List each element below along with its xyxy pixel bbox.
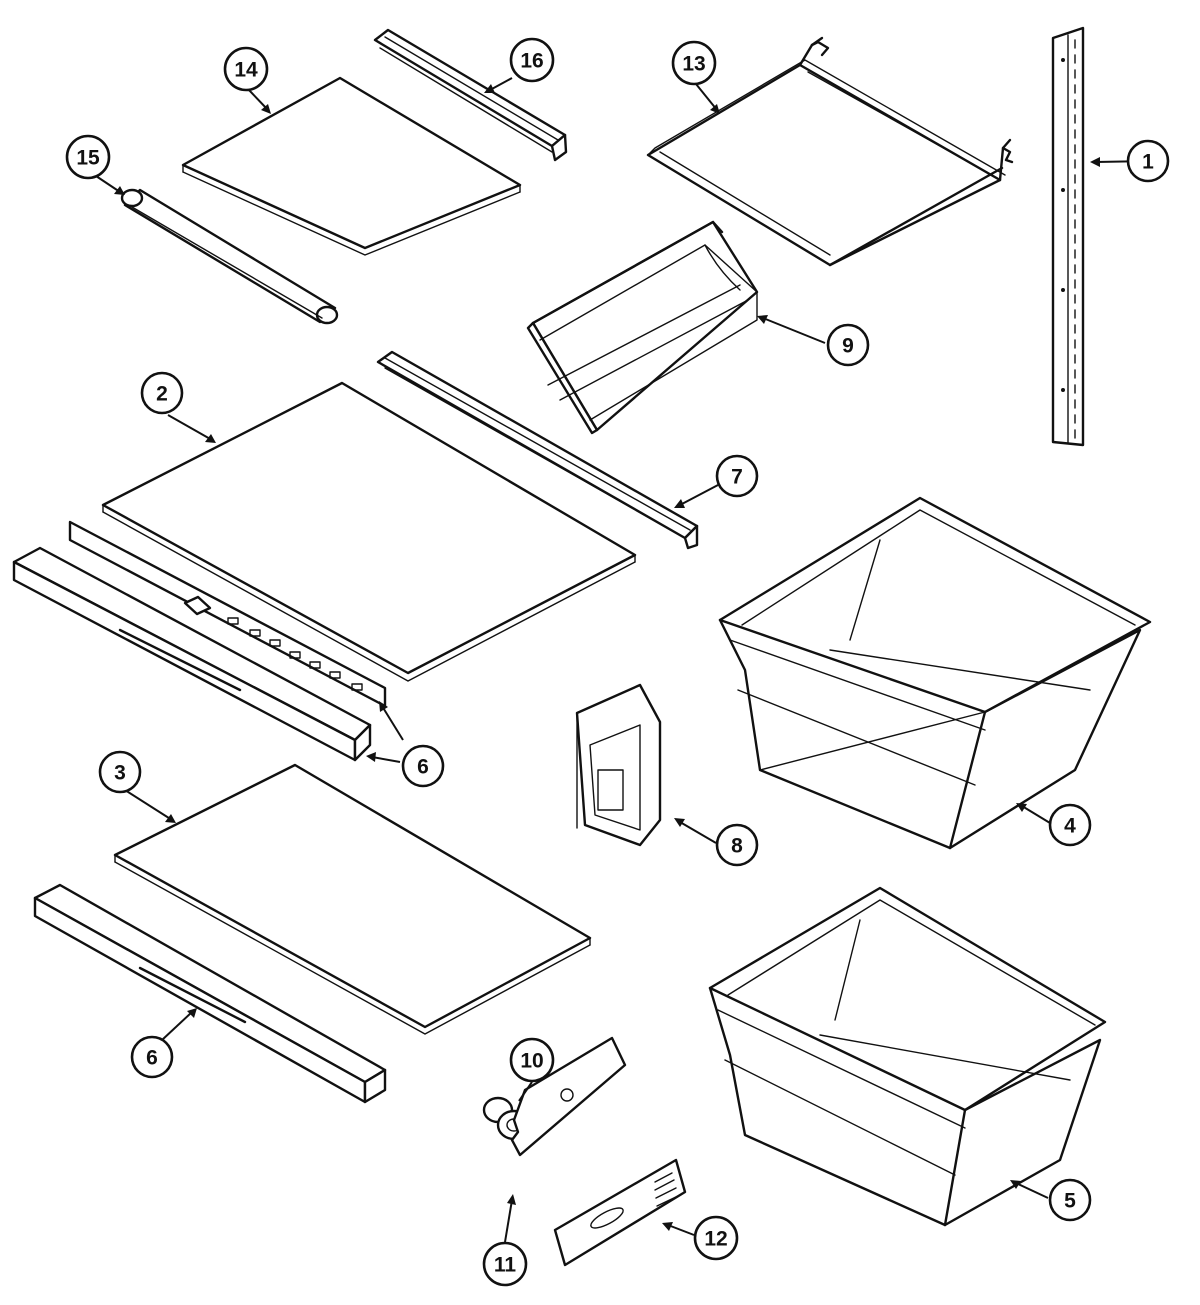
callout-label: 16 — [520, 50, 543, 73]
part-3-shelf-glass — [113, 763, 592, 1035]
callout-13: 13 — [671, 40, 717, 86]
callout-15: 15 — [65, 134, 111, 180]
part-9-deli-tray — [526, 220, 759, 435]
callout-label: 14 — [234, 59, 258, 82]
leader-lines — [95, 77, 1149, 1243]
part-14-shelf-glass — [181, 76, 522, 256]
callout-10: 10 — [509, 1037, 555, 1083]
callout-9: 9 — [826, 323, 870, 367]
part-4-crisper-pan — [718, 496, 1152, 850]
part-6-shelf-front-trim-lower — [33, 883, 387, 1104]
callout-16: 16 — [509, 37, 555, 83]
part-5-crisper-pan — [708, 886, 1107, 1227]
part-1-shelf-ladder — [1051, 26, 1085, 447]
part-15-shelf-trim-tube — [120, 188, 339, 325]
callout-5: 5 — [1048, 1178, 1092, 1222]
callout-8: 8 — [715, 823, 759, 867]
callout-label: 13 — [682, 53, 705, 76]
part-12-control-panel — [553, 1158, 687, 1267]
callout-7: 7 — [715, 454, 759, 498]
callout-3: 3 — [98, 750, 142, 794]
part-11-control-bracket — [510, 1036, 627, 1157]
callout-label: 3 — [114, 762, 126, 785]
callout-6-upper: 6 — [401, 744, 445, 788]
callout-11: 11 — [482, 1241, 528, 1287]
callout-6-lower: 6 — [130, 1035, 174, 1079]
callout-label: 6 — [417, 756, 429, 779]
callout-label: 8 — [731, 835, 743, 858]
callout-label: 9 — [842, 335, 854, 358]
callout-label: 5 — [1064, 1190, 1076, 1213]
callout-label: 7 — [731, 466, 743, 489]
part-7-shelf-rear-trim — [376, 350, 699, 550]
callout-label: 1 — [1142, 151, 1154, 174]
part-2-shelf-glass — [101, 381, 637, 682]
callout-4: 4 — [1048, 803, 1092, 847]
part-16-shelf-trim — [373, 28, 568, 162]
callout-12: 12 — [693, 1215, 739, 1261]
callout-label: 11 — [494, 1254, 517, 1277]
callout-label: 12 — [704, 1228, 727, 1251]
callout-label: 4 — [1064, 815, 1076, 838]
callout-1: 1 — [1126, 139, 1170, 183]
callout-label: 2 — [156, 383, 168, 406]
callout-label: 6 — [146, 1047, 158, 1070]
callout-14: 14 — [223, 46, 269, 92]
callout-2: 2 — [140, 371, 184, 415]
callout-label: 10 — [520, 1050, 543, 1073]
part-8-control-housing — [575, 683, 662, 847]
callout-label: 15 — [76, 147, 100, 170]
part-13-cantilever-shelf — [646, 36, 1014, 267]
